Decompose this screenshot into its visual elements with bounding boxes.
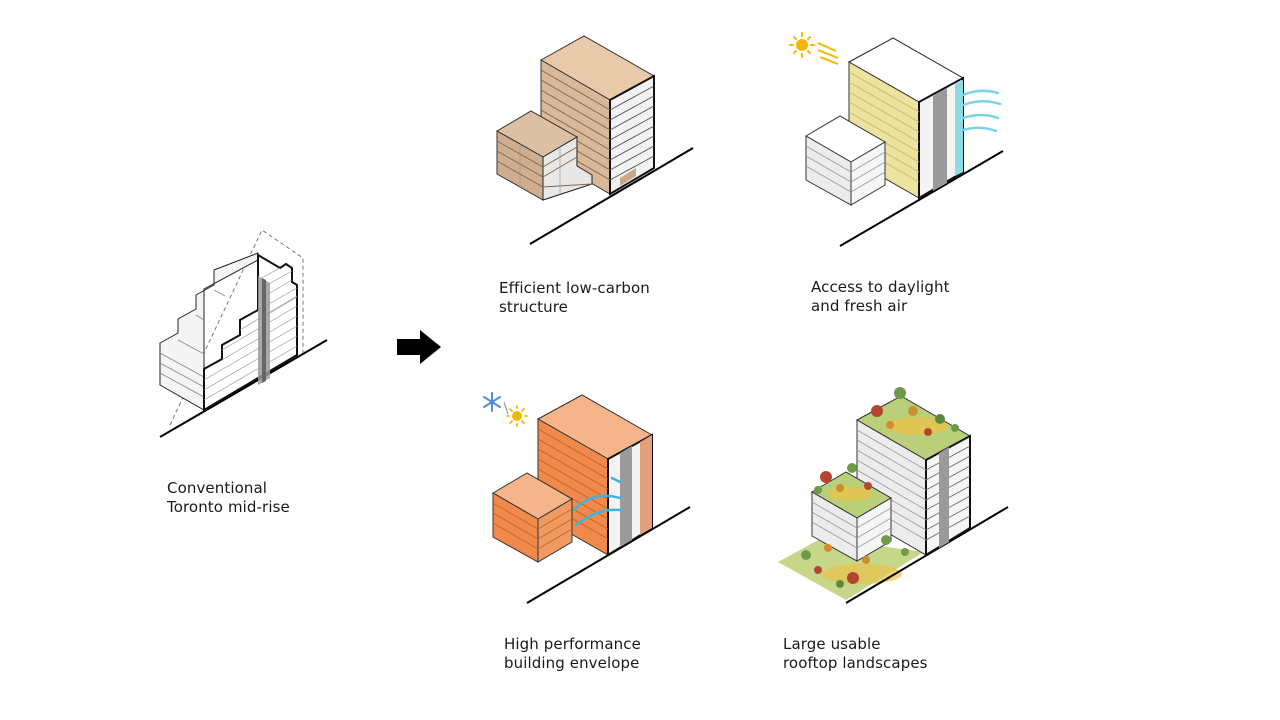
caption-low-carbon-structure: Efficient low-carbon structure [499,279,650,317]
caption-line: Conventional [167,479,268,497]
air-flow-icon [961,89,1002,133]
low-carbon-structure-building [495,35,694,245]
caption-line: Large usable [783,635,881,653]
conventional-midrise-building [159,229,328,438]
sun-icon [789,32,839,65]
caption-high-performance-envelope: High performance building envelope [504,635,641,673]
street-line [529,147,694,245]
street-line [159,339,328,438]
daylight-fresh-air-building [789,32,1004,247]
high-performance-envelope-building [483,392,691,604]
caption-line: building envelope [504,654,640,672]
caption-daylight-fresh-air: Access to daylight and fresh air [811,278,950,316]
caption-line: Efficient low-carbon [499,279,650,297]
caption-line: structure [499,298,568,316]
caption-rooftop-landscapes: Large usable rooftop landscapes [783,635,928,673]
right-arrow-icon [397,330,441,364]
caption-conventional: Conventional Toronto mid-rise [167,479,290,517]
snowflake-icon [483,392,501,412]
caption-line: Toronto mid-rise [167,498,290,516]
caption-line: High performance [504,635,641,653]
air-flow-icon [572,476,622,527]
tree-icon [801,387,959,588]
stepped-right-face [203,253,298,412]
street-line [839,150,1004,247]
caption-line: and fresh air [811,297,908,315]
rooftop-landscape-building [778,387,1009,604]
caption-line: Access to daylight [811,278,950,296]
caption-line: rooftop landscapes [783,654,928,672]
zoning-envelope-outline [169,229,304,426]
sun-icon [506,405,528,427]
